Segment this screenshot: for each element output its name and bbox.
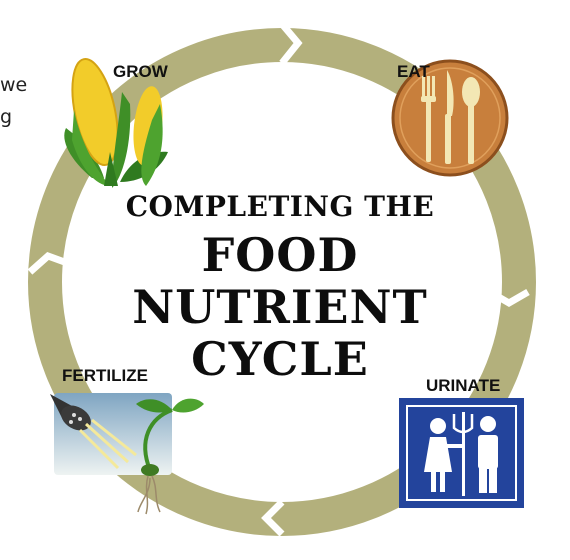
arrow-break-bottom [261,499,285,537]
clipped-text-line-2: g [0,106,13,128]
arrow-break-right [488,288,530,308]
stage-label-grow: GROW [113,62,168,81]
title-line-nutrient: NUTRIENT [132,280,428,334]
title-line-cycle: CYCLE [191,332,369,386]
plate-utensils-icon [391,59,509,177]
cycle-ring-band [28,28,536,536]
arrow-break-left [27,251,72,275]
watering-seedling-icon [50,393,204,515]
stage-label-fertilize: FERTILIZE [62,366,148,385]
title-line-food: FOOD [201,228,359,282]
title-line-completing: COMPLETING THE [125,190,435,223]
stage-label-eat: EAT [397,62,430,81]
restroom-sign-icon [399,398,524,508]
clipped-text-line-1: we [0,74,28,96]
stage-label-urinate: URINATE [426,376,501,395]
arrow-break-top [279,21,303,66]
cycle-ring [27,21,536,537]
corn-icon [64,58,168,188]
